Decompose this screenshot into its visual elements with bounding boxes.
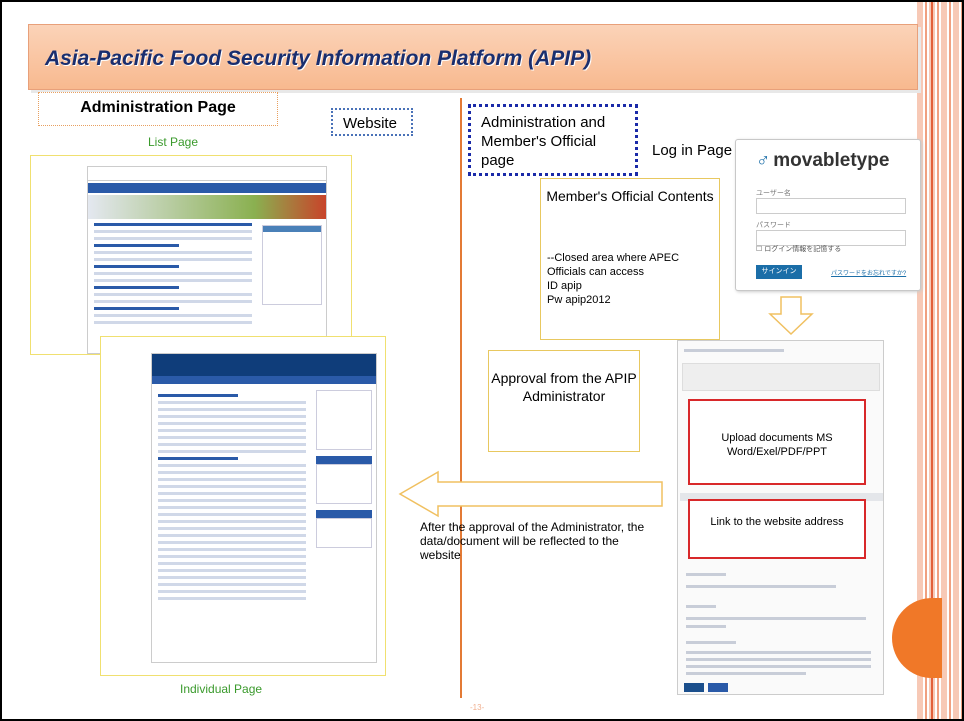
slide-title: Asia-Pacific Food Security Information P… — [45, 47, 592, 70]
editor-screenshot: Upload documents MS Word/Exel/PDF/PPT Li… — [677, 340, 884, 695]
remember-checkbox[interactable]: ☐ ログイン情報を記憶する — [756, 246, 842, 253]
list-page-screenshot-frame — [30, 155, 352, 355]
page-number: -13- — [470, 703, 485, 712]
forgot-password-link[interactable]: パスワードをお忘れですか? — [831, 271, 907, 277]
login-page-label: Log in Page — [652, 142, 733, 159]
down-arrow-icon — [768, 296, 814, 336]
members-contents-heading: Member's Official Contents — [546, 188, 714, 204]
after-approval-text: After the approval of the Administrator,… — [420, 520, 645, 562]
username-field[interactable] — [756, 198, 906, 214]
individual-page-screenshot-frame — [100, 336, 386, 676]
divider-line — [460, 98, 462, 698]
members-contents-box: Member's Official Contents --Closed area… — [540, 178, 720, 340]
save-button[interactable] — [684, 683, 704, 692]
individual-page-screenshot — [151, 353, 377, 663]
username-label: ユーザー名 — [756, 190, 791, 197]
admin-page-label: Administration Page — [80, 99, 236, 116]
login-panel: ♂movabletype ユーザー名 パスワード ☐ ログイン情報を記憶する サ… — [735, 139, 921, 291]
password-label: パスワード — [756, 222, 791, 229]
upload-text: Upload documents MS Word/Exel/PDF/PPT — [721, 432, 833, 458]
movabletype-logo: ♂movabletype — [756, 150, 890, 171]
list-page-label: List Page — [148, 135, 199, 149]
individual-page-label: Individual Page — [180, 682, 263, 696]
list-page-screenshot — [87, 166, 327, 354]
editor-toolbar — [682, 363, 880, 391]
link-highlight-box: Link to the website address — [688, 499, 866, 559]
approval-box: Approval from the APIP Administrator — [488, 350, 640, 452]
members-contents-body: --Closed area where APEC Officials can a… — [547, 252, 680, 306]
password-field[interactable] — [756, 230, 906, 246]
left-arrow-icon — [398, 470, 663, 518]
admin-member-box: Administration and Member's Official pag… — [468, 104, 638, 176]
website-label: Website — [343, 115, 397, 132]
preview-button[interactable] — [708, 683, 728, 692]
approval-text: Approval from the APIP Administrator — [491, 370, 637, 404]
signin-button[interactable]: サインイン — [756, 265, 802, 279]
title-bar: Asia-Pacific Food Security Information P… — [28, 24, 918, 90]
admin-page-box: Administration Page — [38, 92, 278, 126]
upload-highlight-box: Upload documents MS Word/Exel/PDF/PPT — [688, 399, 866, 485]
website-box: Website — [331, 108, 413, 136]
admin-member-label: Administration and Member's Official pag… — [481, 114, 606, 169]
link-text: Link to the website address — [710, 516, 844, 528]
